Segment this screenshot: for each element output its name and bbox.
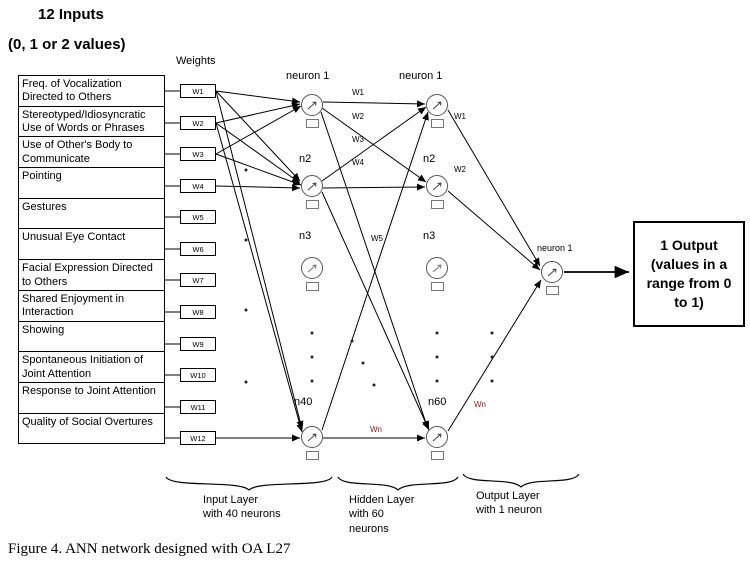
input-neuron-3 (301, 257, 323, 291)
bias-box (305, 451, 319, 460)
input-row: Stereotyped/Idiosyncratic Use of Words o… (18, 105, 165, 138)
hidden-neuron-3 (426, 257, 448, 291)
bias-box (305, 282, 319, 291)
input-row: Pointing (18, 167, 165, 199)
bias-box (430, 451, 444, 460)
bias-box (430, 282, 444, 291)
bias-box (430, 200, 444, 209)
neuron-circle (426, 426, 448, 448)
bias-box (430, 119, 444, 128)
transfer-function-icon (547, 268, 556, 276)
hidden-neuron-60-label: n60 (428, 396, 447, 408)
hidden-neuron-60 (426, 426, 448, 460)
transfer-function-icon (432, 433, 441, 441)
edge-label-ih-w2: W2 (352, 112, 364, 121)
weight-box: W6 (180, 242, 216, 256)
edge-label-ih-w3: W3 (352, 135, 364, 144)
weight-box: W12 (180, 431, 216, 445)
inputs-table: Freq. of Vocalization Directed to Others… (18, 75, 165, 445)
hidden-neuron-1 (426, 94, 448, 128)
input-row: Showing (18, 320, 165, 353)
transfer-function-icon (432, 101, 441, 109)
input-neuron-1 (301, 94, 323, 128)
transfer-function-icon (307, 264, 316, 272)
hidden-layer-caption: Hidden Layer with 60 neurons (349, 494, 415, 535)
hidden-neuron-2-label: n2 (423, 153, 436, 165)
figure-title: 12 Inputs (38, 6, 104, 23)
output-neuron-1-label: neuron 1 (537, 243, 573, 253)
input-row: Response to Joint Attention (18, 381, 165, 414)
output-neuron-1 (541, 261, 563, 295)
weight-box: W2 (180, 116, 216, 130)
input-row: Facial Expression Directed to Others (18, 259, 165, 291)
hidden-neuron-3-label: n3 (423, 230, 436, 242)
edge-label-ho-w2: W2 (454, 165, 466, 174)
figure-subtitle: (0, 1 or 2 values) (8, 36, 126, 53)
transfer-function-icon (307, 433, 316, 441)
input-layer-caption: Input Layer with 40 neurons (203, 494, 281, 521)
weight-box: W1 (180, 84, 216, 98)
input-row: Freq. of Vocalization Directed to Others (18, 75, 165, 107)
edge-label-ih-w4: W4 (352, 158, 364, 167)
edge-label-ih-w1: W1 (352, 88, 364, 97)
edge-label-ho-w1: W1 (454, 112, 466, 121)
transfer-function-icon (307, 182, 316, 190)
input-neuron-40 (301, 426, 323, 460)
neuron-circle (426, 175, 448, 197)
transfer-function-icon (432, 182, 441, 190)
figure-caption: Figure 4. ANN network designed with OA L… (8, 541, 291, 557)
input-row: Gestures (18, 197, 165, 230)
edge-label-ih-w5: W5 (371, 234, 383, 243)
ellipsis-dots (244, 168, 494, 387)
bias-box (305, 200, 319, 209)
weight-box: W5 (180, 210, 216, 224)
bias-box (305, 119, 319, 128)
weight-box: W8 (180, 305, 216, 319)
hidden-neuron-1-label: neuron 1 (399, 70, 443, 82)
output-layer-caption: Output Layer with 1 neuron (476, 490, 543, 517)
bias-box (545, 286, 559, 295)
neuron-circle (301, 426, 323, 448)
neuron-circle (301, 175, 323, 197)
neuron-circle (426, 94, 448, 116)
weight-box: W10 (180, 368, 216, 382)
neuron-circle (426, 257, 448, 279)
input-neuron-1-label: neuron 1 (286, 70, 330, 82)
edge-label-ih-wn: Wn (370, 425, 382, 434)
neuron-circle (541, 261, 563, 283)
input-neuron-2 (301, 175, 323, 209)
input-row: Unusual Eye Contact (18, 228, 165, 261)
weights-column-label: Weights (176, 55, 216, 67)
hidden-neuron-2 (426, 175, 448, 209)
weight-box: W7 (180, 273, 216, 287)
layer-braces (165, 473, 580, 491)
input-neuron-3-label: n3 (299, 230, 312, 242)
output-box: 1 Output (values in a range from 0 to 1) (633, 221, 745, 327)
input-neuron-40-label: n40 (294, 396, 313, 408)
input-row: Use of Other's Body to Communicate (18, 136, 165, 169)
input-row: Quality of Social Overtures (18, 412, 165, 445)
input-row: Shared Enjoyment in Interaction (18, 289, 165, 322)
transfer-function-icon (307, 101, 316, 109)
weight-box: W9 (180, 337, 216, 351)
neuron-circle (301, 94, 323, 116)
input-row: Spontaneous Initiation of Joint Attentio… (18, 351, 165, 383)
neuron-circle (301, 257, 323, 279)
edge-label-ho-wn: Wn (474, 400, 486, 409)
transfer-function-icon (432, 264, 441, 272)
weight-box: W3 (180, 147, 216, 161)
input-neuron-2-label: n2 (299, 153, 312, 165)
weight-box: W11 (180, 400, 216, 414)
weight-box: W4 (180, 179, 216, 193)
